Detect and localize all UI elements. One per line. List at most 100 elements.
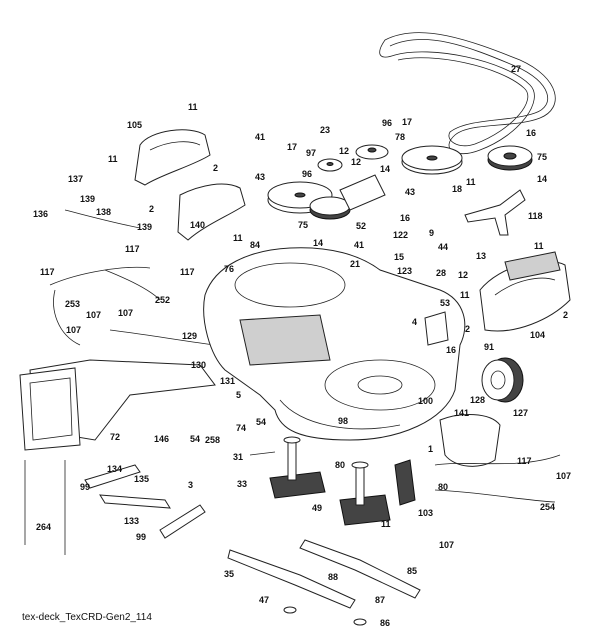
callout-137: 137 [68,174,83,184]
callout-17: 17 [287,142,297,152]
callout-80: 80 [335,460,345,470]
diagram-caption: tex-deck_TexCRD-Gen2_114 [22,612,152,623]
callout-107: 107 [439,540,454,550]
mower-deck-1 [203,247,466,441]
callout-14: 14 [380,164,390,174]
pulley-97 [317,158,343,172]
rod-264 [24,460,66,555]
callout-107: 107 [86,310,101,320]
callout-98: 98 [338,416,348,426]
callout-27: 27 [511,64,521,74]
callout-13: 13 [476,251,486,261]
callout-54: 54 [256,417,266,427]
callout-122: 122 [393,230,408,240]
callout-75: 75 [537,152,547,162]
callout-16: 16 [400,213,410,223]
callout-2: 2 [465,324,470,334]
baffle-117-253 [49,266,161,346]
callout-117: 117 [125,244,140,254]
callout-2: 2 [563,310,568,320]
callout-52: 52 [356,221,366,231]
callout-130: 130 [191,360,206,370]
spindle-49 [339,461,391,526]
callout-105: 105 [127,120,142,130]
bracket-53 [424,311,449,346]
callout-104: 104 [530,330,545,340]
idler-arm-52 [339,174,386,211]
callout-12: 12 [351,157,361,167]
callout-labels: 27 11 105 2 11 137 136 139 138 2 139 140… [33,64,571,628]
callout-31: 31 [233,452,243,462]
callout-133: 133 [124,516,139,526]
pulley-75-right [487,145,533,171]
callout-74: 74 [236,423,246,433]
callout-54: 54 [190,434,200,444]
callout-5: 5 [236,390,241,400]
callout-23: 23 [320,125,330,135]
callout-47: 47 [259,595,269,605]
callout-76: 76 [224,264,234,274]
callout-97: 97 [306,148,316,158]
callout-253: 253 [65,299,80,309]
callout-43: 43 [255,172,265,182]
spindle-33 [269,436,326,499]
belt-cover-104 [479,260,571,332]
callout-14: 14 [313,238,323,248]
callout-44: 44 [438,242,448,252]
callout-14: 14 [537,174,547,184]
callout-107: 107 [66,325,81,335]
callout-117: 117 [40,267,55,277]
callout-16: 16 [526,128,536,138]
blade-85 [299,539,421,599]
callout-11: 11 [108,154,118,164]
callout-12: 12 [339,146,349,156]
bracket-103 [394,459,416,506]
callout-12: 12 [458,270,468,280]
callout-21: 21 [350,259,360,269]
callout-131: 131 [220,376,235,386]
baffle-254 [434,454,561,503]
callout-134: 134 [107,464,122,474]
callout-100: 100 [418,396,433,406]
callout-146: 146 [154,434,169,444]
callout-16: 16 [446,345,456,355]
bracket-118 [464,189,526,236]
callout-11: 11 [381,519,391,529]
callout-11: 11 [534,241,544,251]
callout-72: 72 [110,432,120,442]
callout-139: 139 [137,222,152,232]
callout-258: 258 [205,435,220,445]
callout-141: 141 [454,408,469,418]
callout-118: 118 [528,211,543,221]
callout-91: 91 [484,342,494,352]
pulley-75-left [309,196,351,220]
callout-140: 140 [190,220,205,230]
callout-1: 1 [428,444,433,454]
rod-31 [249,451,276,456]
callout-78: 78 [395,132,405,142]
callout-88: 88 [328,572,338,582]
lift-link-99-upper [84,464,141,489]
callout-53: 53 [440,298,450,308]
rear-guard-141 [439,414,501,467]
washer-47 [283,606,297,614]
callout-11: 11 [188,102,198,112]
callout-80: 80 [438,482,448,492]
callout-11: 11 [460,290,470,300]
rod-138 [64,209,141,229]
callout-128: 128 [470,395,485,405]
washer-86 [353,618,367,626]
callout-41: 41 [354,240,364,250]
callout-254: 254 [540,502,555,512]
callout-107: 107 [556,471,571,481]
gauge-wheel-128 [481,357,524,403]
callout-43: 43 [405,187,415,197]
callout-117: 117 [517,456,532,466]
pulley-43-right [401,145,463,175]
callout-86: 86 [380,618,390,628]
belt-cover-140 [177,183,246,241]
callout-138: 138 [96,207,111,217]
blade-35 [227,549,356,609]
callout-123: 123 [397,266,412,276]
callout-18: 18 [452,184,462,194]
